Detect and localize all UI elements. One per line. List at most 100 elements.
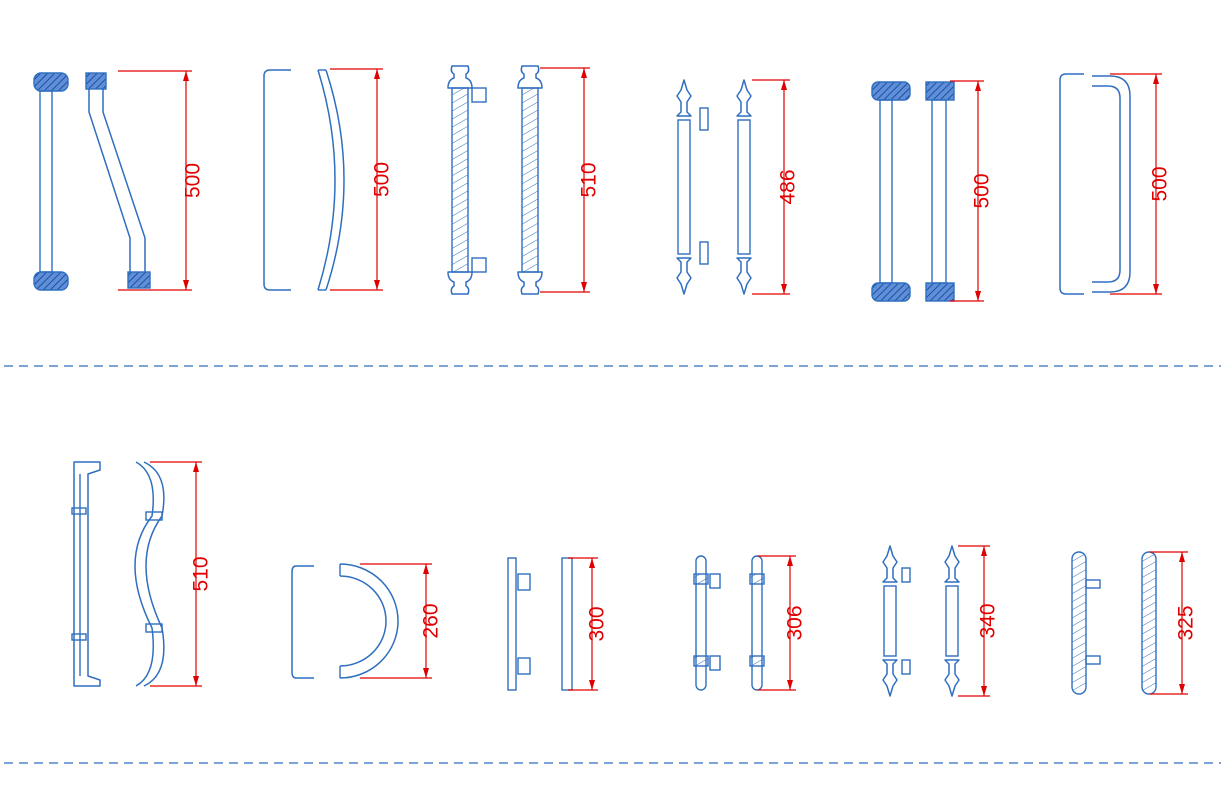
dimension-arrow — [1179, 552, 1185, 562]
mount-stud — [699, 107, 709, 131]
handle-5 — [871, 81, 955, 302]
dimension-arrow — [589, 680, 595, 690]
dimension-value: 486 — [777, 169, 800, 204]
handle-9 — [507, 557, 573, 691]
handle-shaft — [945, 585, 959, 657]
end-cap — [447, 65, 473, 89]
mount-stud — [709, 655, 721, 671]
collar-ring — [145, 511, 163, 521]
dimension-value: 306 — [784, 605, 807, 640]
finial-bottom — [944, 659, 960, 697]
door-pull-side-profile — [291, 565, 314, 679]
handle-bar-offset — [102, 89, 146, 272]
dimension-value: 500 — [1149, 166, 1172, 201]
s-curve-handle — [134, 461, 155, 687]
mount-stud — [471, 87, 487, 103]
dimension-handle-12: 325 — [1150, 551, 1198, 695]
dimension-value: 510 — [578, 162, 601, 197]
door-pull-side-profile — [263, 69, 291, 291]
mount-block — [33, 271, 69, 291]
handle-12 — [1071, 551, 1157, 695]
handle-bar — [879, 99, 893, 284]
mount-stud — [699, 241, 709, 265]
dimension-arrow — [183, 71, 189, 81]
dimension-arrow — [193, 676, 199, 686]
mount-stud — [471, 257, 487, 273]
dimension-handle-4: 486 — [752, 79, 800, 295]
dimension-arrow — [423, 668, 429, 678]
dimension-handle-9: 300 — [568, 557, 609, 691]
dimension-handle-10: 306 — [758, 555, 807, 691]
handle-shaft — [677, 119, 691, 255]
mount-stud — [517, 573, 531, 591]
d-handle-inner — [1092, 85, 1121, 283]
door-pull-side-profile — [1059, 73, 1084, 295]
handle-drawings — [33, 65, 1157, 697]
door-pull-side-profile — [73, 461, 101, 687]
dimension-handle-3: 510 — [540, 67, 601, 293]
mount-block — [871, 282, 911, 302]
finial-top — [882, 545, 898, 583]
handle-8 — [291, 563, 399, 679]
finial-bottom — [676, 257, 692, 295]
collar-ring — [71, 507, 87, 515]
end-cap — [447, 271, 473, 295]
handle-shaft — [521, 87, 539, 273]
handle-bar — [751, 555, 763, 691]
finial-top — [676, 79, 692, 117]
dimension-value: 340 — [977, 603, 1000, 638]
finial-bottom — [882, 659, 898, 697]
handle-7 — [71, 461, 165, 687]
mount-stud — [709, 573, 721, 589]
handle-bar — [931, 99, 947, 284]
handle-shaft — [883, 585, 897, 657]
dimension-value: 500 — [182, 163, 205, 198]
dimension-handle-2: 500 — [330, 68, 394, 291]
mount-block — [925, 81, 955, 101]
dimension-arrow — [423, 564, 429, 574]
handle-6 — [1059, 73, 1131, 295]
dimension-value: 500 — [371, 162, 394, 197]
finial-bottom — [736, 257, 752, 295]
end-cap — [517, 271, 543, 295]
dimension-arrow — [787, 680, 793, 690]
dimension-value: 510 — [190, 556, 213, 591]
handle-bar — [695, 555, 707, 691]
s-curve-handle — [143, 461, 165, 687]
handle-bar-offset — [88, 89, 131, 272]
dimension-handle-11: 340 — [958, 545, 1000, 697]
mount-block — [127, 271, 151, 289]
finial-top — [944, 545, 960, 583]
separator-lines — [4, 365, 1221, 764]
collar-ring — [693, 573, 709, 585]
end-cap — [517, 65, 543, 89]
dimension-handle-1: 500 — [118, 70, 205, 291]
handle-bar — [561, 557, 573, 691]
d-handle-outer — [1092, 75, 1131, 293]
dimension-arrow — [975, 81, 981, 91]
handle-1 — [33, 72, 151, 291]
handle-2 — [263, 69, 345, 291]
dimension-arrow — [981, 546, 987, 556]
handle-bar — [1141, 551, 1157, 695]
mount-stud — [1085, 655, 1101, 665]
mount-stud — [1085, 579, 1101, 589]
collar-ring — [693, 655, 709, 667]
handle-bar — [1071, 551, 1087, 695]
mount-block — [871, 81, 911, 101]
dimension-arrow — [1179, 684, 1185, 694]
dimension-arrow — [183, 280, 189, 290]
handle-4 — [676, 79, 752, 295]
dimension-handle-5: 500 — [950, 80, 994, 302]
dimension-arrow — [581, 68, 587, 78]
handle-shaft — [737, 119, 751, 255]
handle-10 — [693, 555, 765, 691]
dimension-arrow — [975, 291, 981, 301]
half-circle-outer — [339, 563, 399, 679]
mount-block — [925, 282, 955, 302]
handle-bar — [507, 557, 517, 691]
dimension-value: 325 — [1175, 605, 1198, 640]
dimension-arrow — [581, 282, 587, 292]
